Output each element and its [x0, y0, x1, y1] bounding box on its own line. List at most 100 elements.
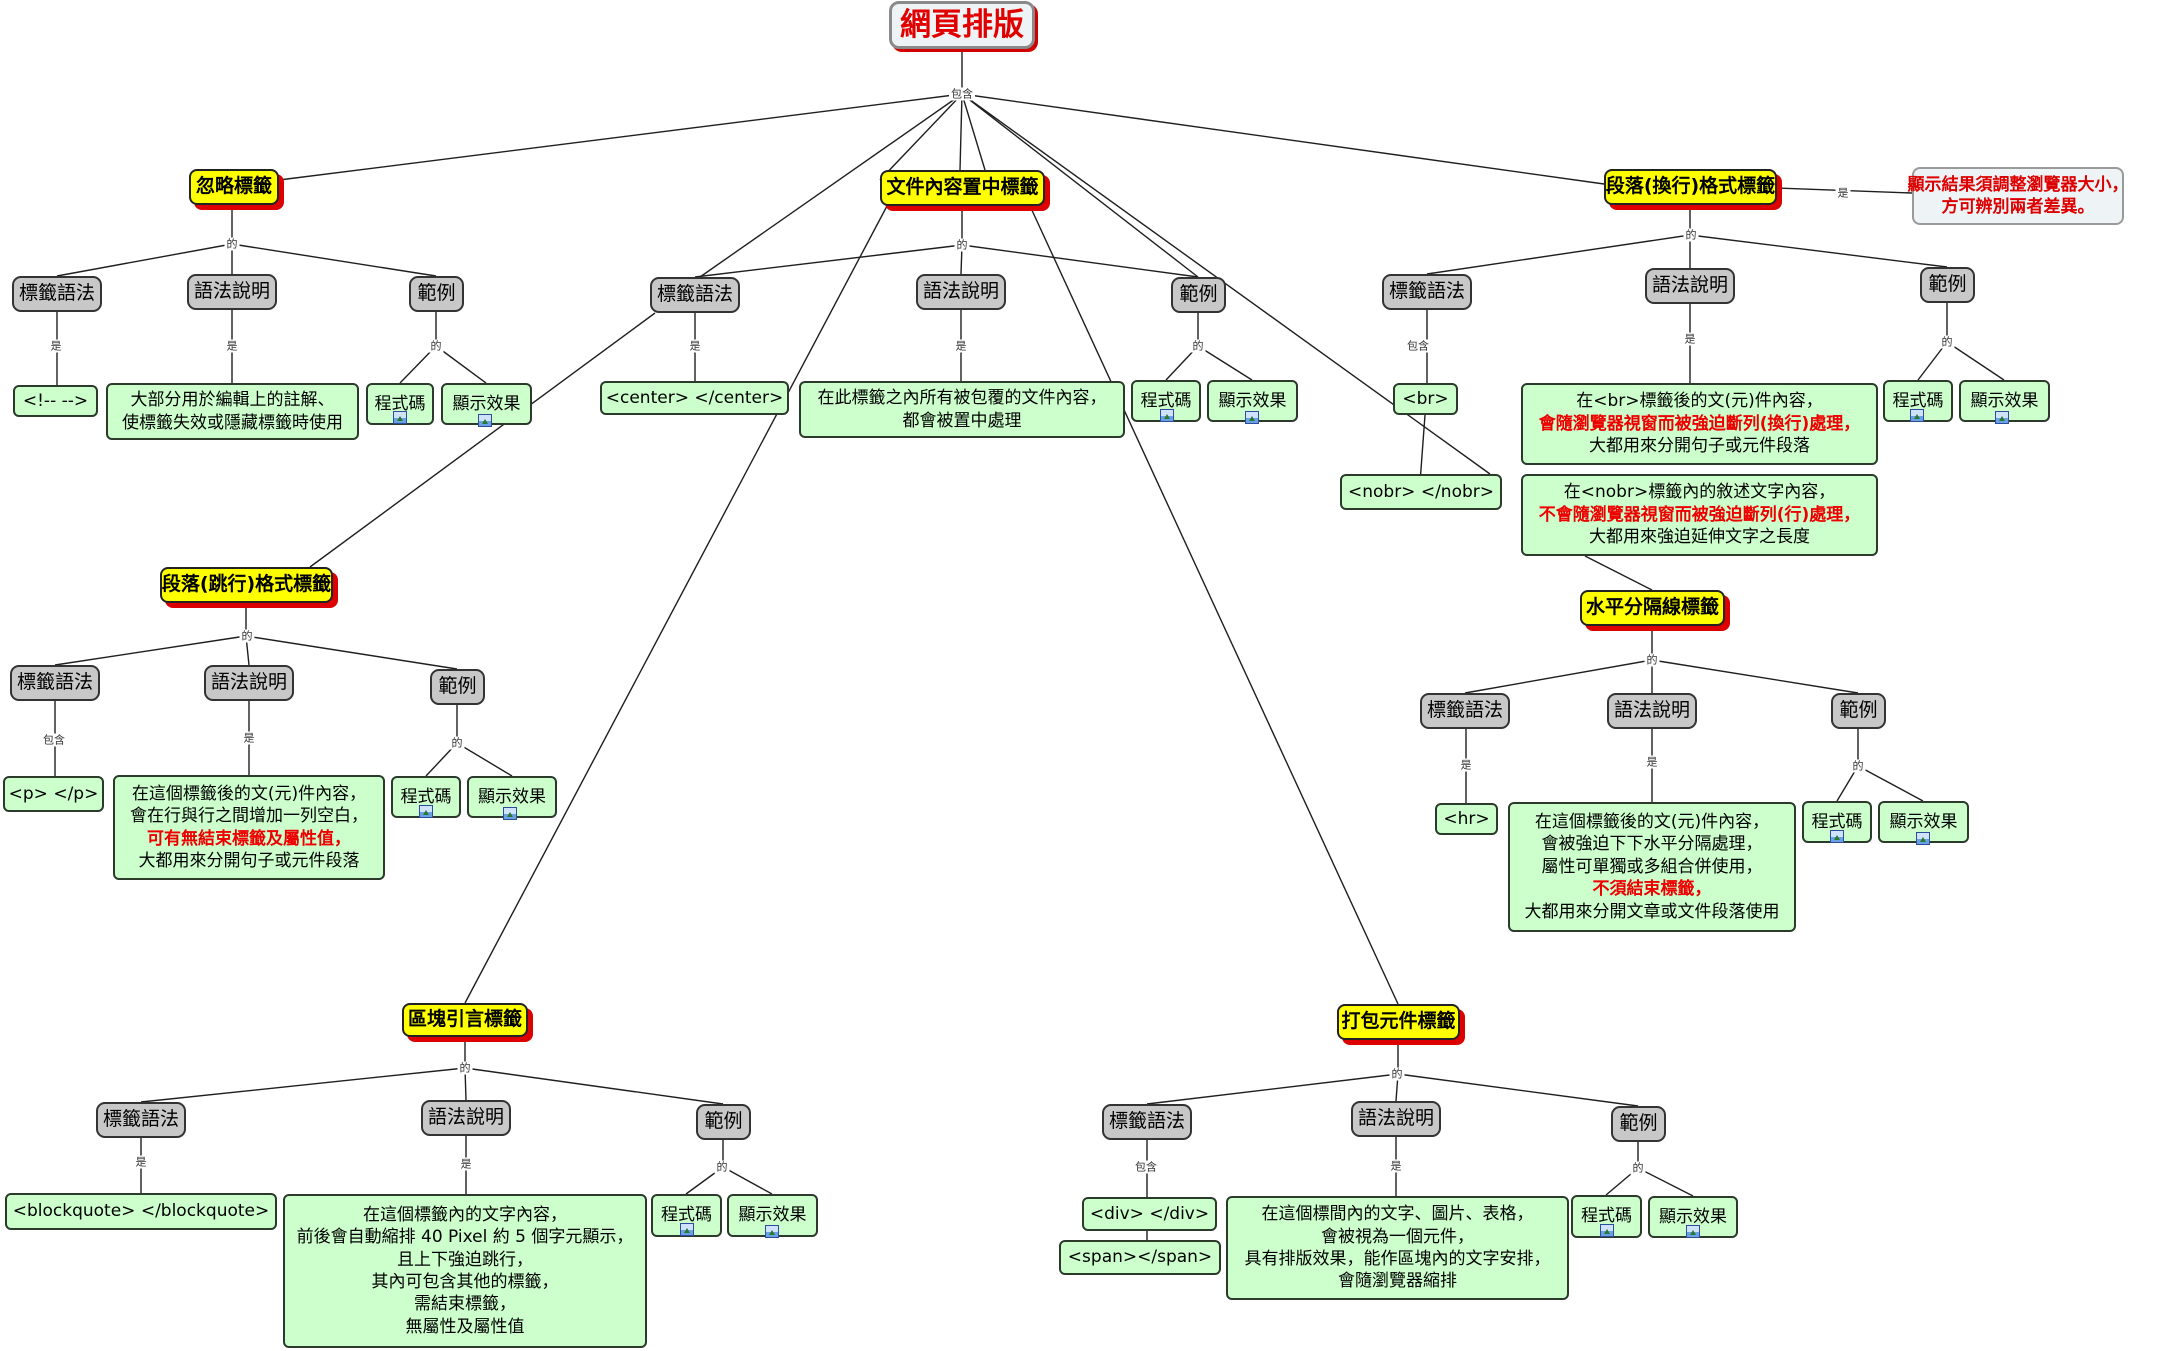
connector-line — [54, 635, 247, 666]
hr-example-label[interactable]: 範例 — [1831, 693, 1886, 729]
connector-line — [245, 635, 458, 670]
link-label: 是 — [224, 339, 240, 353]
blockquote-syntax-value[interactable]: <blockquote> </blockquote> — [5, 1193, 277, 1230]
desc-line: 需結束標籤， — [414, 1294, 516, 1315]
center-desc-label[interactable]: 語法說明 — [916, 274, 1006, 310]
connector-line — [722, 1166, 773, 1195]
ignore-syntax-label[interactable]: 標籤語法 — [12, 276, 102, 312]
connector-line — [879, 93, 963, 181]
hr-syntax-label[interactable]: 標籤語法 — [1420, 693, 1510, 729]
picture-icon[interactable] — [1686, 1225, 1700, 1238]
desc-line: 會隨瀏覽器縮排 — [1338, 1271, 1457, 1292]
pack-desc-text[interactable]: 在這個標間內的文字、圖片、表格， 會被視為一個元件， 具有排版效果，能作區塊內的… — [1226, 1196, 1569, 1300]
link-label: 的 — [954, 238, 970, 252]
connector-line — [1464, 659, 1653, 694]
ignore-desc-label[interactable]: 語法說明 — [187, 274, 277, 310]
picture-icon[interactable] — [680, 1223, 694, 1236]
note-line-2: 方可辨別兩者差異。 — [1941, 197, 2095, 217]
connector-line — [1584, 555, 1653, 591]
picture-icon[interactable] — [1245, 411, 1259, 424]
ignore-example-label[interactable]: 範例 — [409, 276, 464, 312]
p-syntax-label[interactable]: 標籤語法 — [10, 665, 100, 701]
root-topic[interactable]: 網頁排版 — [889, 1, 1035, 49]
picture-icon[interactable] — [1995, 411, 2009, 424]
span-syntax-value[interactable]: <span></span> — [1059, 1240, 1221, 1275]
br-syntax-label[interactable]: 標籤語法 — [1382, 274, 1472, 310]
link-label: 的 — [1644, 653, 1660, 667]
br-syntax-value[interactable]: <br> — [1393, 383, 1458, 415]
picture-icon[interactable] — [765, 1225, 779, 1238]
picture-icon[interactable] — [1600, 1224, 1614, 1237]
link-label: 的 — [1630, 1161, 1646, 1175]
center-syntax-label[interactable]: 標籤語法 — [650, 277, 740, 313]
br-example-label[interactable]: 範例 — [1920, 267, 1975, 303]
link-label: 包含 — [1405, 339, 1431, 353]
blockquote-example-label[interactable]: 範例 — [696, 1104, 751, 1140]
p-desc-text[interactable]: 在這個標籤後的文(元)件內容， 會在行與行之間增加一列空白， 可有無結束標籤及屬… — [113, 775, 385, 880]
connector-line — [961, 93, 1605, 185]
div-syntax-value[interactable]: <div> </div> — [1082, 1197, 1217, 1231]
hr-desc-text[interactable]: 在這個標籤後的文(元)件內容， 會被強迫下下水平分隔處理， 屬性可單獨或多組合併… — [1508, 802, 1796, 932]
center-example-label[interactable]: 範例 — [1171, 277, 1226, 313]
br-desc-text[interactable]: 在<br>標籤後的文(元)件內容， 會隨瀏覽器視窗而被強迫斷列(換行)處理， 大… — [1521, 383, 1878, 465]
hr-syntax-value[interactable]: <hr> — [1435, 803, 1498, 835]
desc-line: 在此標籤之內所有被包覆的文件內容， — [817, 388, 1107, 409]
nobr-syntax-value[interactable]: <nobr> </nobr> — [1340, 474, 1502, 510]
br-code[interactable]: 程式碼 — [1883, 380, 1953, 422]
blockquote-effect[interactable]: 顯示效果 — [727, 1194, 818, 1237]
link-label: 的 — [714, 1160, 730, 1174]
hr-desc-label[interactable]: 語法說明 — [1607, 693, 1697, 729]
link-label: 包含 — [41, 733, 67, 747]
p-example-label[interactable]: 範例 — [430, 669, 485, 705]
link-label: 是 — [1644, 755, 1660, 769]
connector-line — [464, 205, 888, 1004]
link-label: 的 — [1683, 228, 1699, 242]
link-label: 包含 — [949, 87, 975, 101]
picture-icon[interactable] — [503, 807, 517, 820]
nobr-desc-text[interactable]: 在<nobr>標籤內的敘述文字內容， 不會隨瀏覽器視窗而被強迫斷列(行)處理， … — [1521, 474, 1878, 556]
connector-line — [1197, 345, 1253, 381]
picture-icon[interactable] — [419, 805, 433, 818]
connector-line — [694, 244, 963, 278]
desc-line: 且上下強迫跳行， — [397, 1249, 533, 1270]
p-effect[interactable]: 顯示效果 — [467, 776, 557, 818]
p-syntax-value[interactable]: <p> </p> — [3, 776, 104, 812]
desc-line: 在這個標籤後的文(元)件內容， — [1534, 811, 1770, 832]
picture-icon[interactable] — [478, 414, 492, 427]
blockquote-syntax-label[interactable]: 標籤語法 — [96, 1102, 186, 1138]
connector-line — [961, 244, 1199, 278]
br-desc-label[interactable]: 語法說明 — [1645, 268, 1735, 304]
center-syntax-value[interactable]: <center> </center> — [600, 381, 789, 415]
center-desc-text[interactable]: 在此標籤之內所有被包覆的文件內容， 都會被置中處理 — [799, 381, 1125, 438]
picture-icon[interactable] — [1916, 832, 1930, 845]
center-effect[interactable]: 顯示效果 — [1207, 380, 1298, 422]
topic-ignore[interactable]: 忽略標籤 — [189, 169, 279, 205]
topic-para-p[interactable]: 段落(跳行)格式標籤 — [160, 567, 333, 603]
blockquote-code[interactable]: 程式碼 — [651, 1194, 722, 1237]
connector-line — [1689, 234, 1948, 268]
desc-line: 大都用來強迫延伸文字之長度 — [1589, 527, 1810, 548]
topic-para-br[interactable]: 段落(換行)格式標籤 — [1604, 169, 1777, 205]
pack-example-label[interactable]: 範例 — [1611, 1106, 1666, 1142]
link-label: 的 — [457, 1061, 473, 1075]
picture-icon[interactable] — [1830, 830, 1844, 843]
p-desc-label[interactable]: 語法說明 — [204, 665, 294, 701]
topic-hr[interactable]: 水平分隔線標籤 — [1580, 590, 1725, 626]
ignore-desc-text[interactable]: 大部分用於編輯上的註解、 使標籤失效或隱藏標籤時使用 — [106, 383, 359, 440]
connector-line — [1857, 765, 1924, 802]
topic-pack[interactable]: 打包元件標籤 — [1337, 1004, 1460, 1040]
desc-line: 前後會自動縮排 40 Pixel 約 5 個字元顯示， — [296, 1227, 634, 1248]
pack-syntax-label[interactable]: 標籤語法 — [1102, 1104, 1192, 1140]
blockquote-desc-text[interactable]: 在這個標籤內的文字內容， 前後會自動縮排 40 Pixel 約 5 個字元顯示，… — [283, 1194, 647, 1348]
topic-center[interactable]: 文件內容置中標籤 — [880, 170, 1045, 206]
ignore-effect[interactable]: 顯示效果 — [441, 383, 532, 425]
picture-icon[interactable] — [393, 411, 407, 424]
picture-icon[interactable] — [1910, 409, 1924, 422]
blockquote-desc-label[interactable]: 語法說明 — [421, 1100, 511, 1136]
ignore-syntax-value[interactable]: <!-- --> — [13, 385, 98, 417]
link-label: 是 — [48, 339, 64, 353]
topic-blockquote[interactable]: 區塊引言標籤 — [402, 1003, 528, 1037]
pack-desc-label[interactable]: 語法說明 — [1351, 1101, 1441, 1137]
picture-icon[interactable] — [1160, 409, 1174, 422]
connector-line — [699, 93, 963, 278]
